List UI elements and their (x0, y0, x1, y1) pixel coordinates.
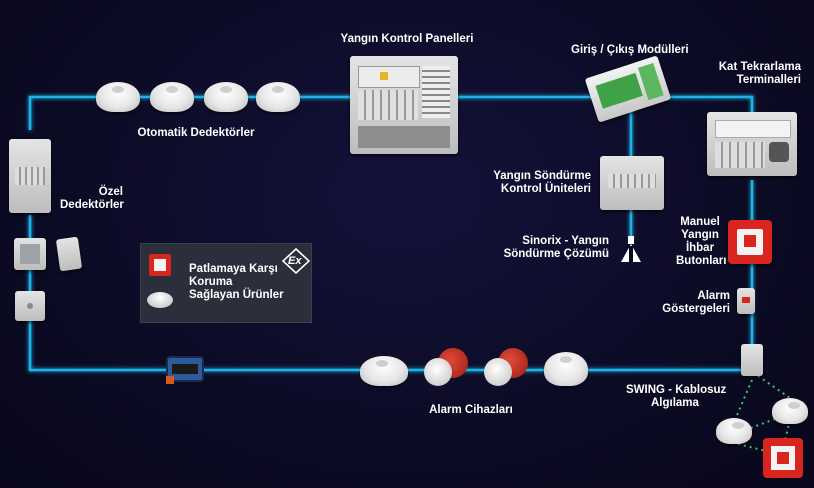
sinorix-nozzle-icon (619, 236, 643, 266)
explosion-protection-box: Patlamaya Karşı Koruma Sağlayan Ürünler (140, 243, 312, 323)
explosion-label-2: Koruma (189, 276, 233, 288)
alarm-device-sounder-2 (544, 352, 588, 386)
label-swing-1: SWING - Kablosuz (626, 384, 727, 396)
label-io-modules: Giriş / Çıkış Modülleri (571, 44, 689, 56)
extinguishing-control-unit (600, 156, 664, 210)
wireless-manual-call-point (763, 438, 803, 478)
floor-repeater-terminal (707, 112, 797, 176)
explosion-label-1: Patlamaya Karşı (189, 263, 278, 275)
swing-gateway (741, 344, 763, 376)
special-detector-4 (15, 291, 45, 321)
wireless-detector-1 (772, 398, 808, 424)
label-floor-terminals-1: Kat Tekrarlama (718, 61, 801, 73)
alarm-device-sounder-1 (360, 356, 408, 386)
automatic-detector-3 (204, 82, 248, 112)
special-detector-3 (55, 236, 83, 272)
automatic-detector-2 (150, 82, 194, 112)
label-manual-call-2: Yangın (681, 229, 719, 241)
label-alarm-indicators-1: Alarm (697, 290, 730, 302)
wireless-links (734, 375, 791, 453)
ex-manual-call-icon (149, 254, 171, 276)
wireless-detector-2 (716, 418, 752, 444)
alarm-device-beacon-2 (484, 348, 530, 388)
label-extinguishing-1: Yangın Söndürme (493, 170, 591, 182)
special-detector-2 (14, 238, 46, 270)
label-swing-2: Algılama (651, 397, 699, 409)
label-special-detectors-1: Özel (98, 186, 123, 198)
ex-mark-text: Ex (288, 255, 302, 267)
automatic-detector-1 (96, 82, 140, 112)
label-sinorix-1: Sinorix - Yangın (522, 235, 609, 247)
automatic-detector-4 (256, 82, 300, 112)
label-manual-call-3: İhbar (685, 242, 715, 254)
label-sinorix-2: Söndürme Çözümü (503, 248, 609, 260)
alarm-device-beacon-1 (424, 348, 470, 388)
explosion-label-3: Sağlayan Ürünler (189, 289, 284, 301)
label-floor-terminals-2: Terminalleri (736, 74, 801, 86)
alarm-indicator (737, 288, 755, 314)
label-automatic-detectors: Otomatik Dedektörler (137, 127, 255, 139)
ex-detector-icon (147, 292, 173, 308)
label-control-panels: Yangın Kontrol Panelleri (340, 33, 474, 45)
label-extinguishing-2: Kontrol Üniteleri (500, 183, 591, 195)
label-manual-call-4: Butonları (676, 255, 727, 267)
special-detector-panel (9, 139, 51, 213)
ex-hexagon-icon: Ex (281, 247, 311, 275)
fire-control-panel (350, 56, 458, 154)
label-special-detectors-2: Dedektörler (60, 199, 124, 211)
label-manual-call-1: Manuel (680, 216, 720, 228)
label-alarm-devices: Alarm Cihazları (429, 404, 513, 416)
ex-io-module (166, 358, 202, 384)
manual-call-point (728, 220, 772, 264)
label-alarm-indicators-2: Göstergeleri (662, 303, 730, 315)
